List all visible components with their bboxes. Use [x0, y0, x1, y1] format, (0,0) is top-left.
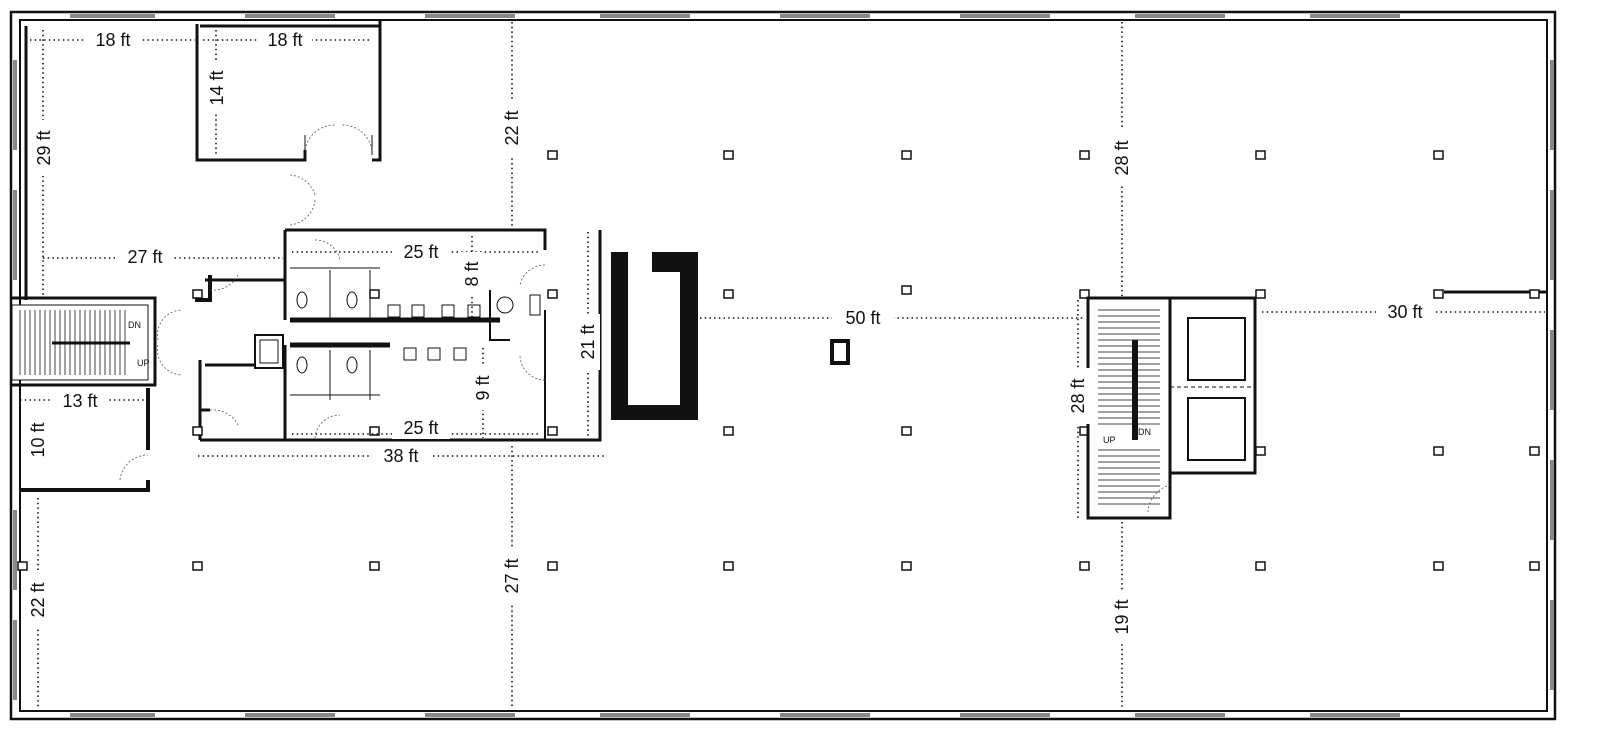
- dim-south-span-left: 22 ft: [28, 582, 48, 617]
- dim-south-span-right: 19 ft: [1112, 599, 1132, 634]
- exterior-wall: [9, 10, 1557, 721]
- interior-walls: [10, 20, 1547, 492]
- dim-office-depth: 14 ft: [207, 70, 227, 105]
- dim-core-depth: 21 ft: [578, 324, 598, 359]
- dim-open-span-center: 50 ft: [845, 308, 880, 328]
- dim-restroom-upper-depth: 8 ft: [462, 261, 482, 286]
- dim-stair-corridor-height: 28 ft: [1112, 140, 1132, 175]
- restroom-fixtures: [254, 267, 541, 400]
- dim-east-span: 30 ft: [1387, 302, 1422, 322]
- structural-columns: [17, 150, 1540, 571]
- dim-core-total-width: 38 ft: [383, 446, 418, 466]
- dimension-labels: 18 ft 18 ft 14 ft 29 ft 22 ft 27 ft 25 f…: [26, 28, 1434, 644]
- dim-restroom-lower-depth: 9 ft: [473, 375, 493, 400]
- central-shaft: [611, 252, 698, 420]
- dim-corridor-top-span: 22 ft: [502, 110, 522, 145]
- west-stair: DN UP: [11, 304, 150, 381]
- dim-stair-core-depth: 28 ft: [1068, 378, 1088, 413]
- dim-upper-left-width-a: 18 ft: [95, 30, 130, 50]
- dim-south-span-center: 27 ft: [502, 558, 522, 593]
- dim-small-room-width: 13 ft: [62, 391, 97, 411]
- dim-restroom-upper-width: 25 ft: [403, 242, 438, 262]
- west-stair-up-label: UP: [137, 358, 150, 368]
- dim-lobby-width: 27 ft: [127, 247, 162, 267]
- west-stair-down-label: DN: [128, 320, 141, 330]
- east-stair-down-label: DN: [1138, 427, 1151, 437]
- east-stair-up-label: UP: [1103, 435, 1116, 445]
- east-core: UP DN: [1086, 296, 1257, 520]
- dim-upper-left-width-b: 18 ft: [267, 30, 302, 50]
- office-doors: [119, 124, 546, 481]
- dim-restroom-lower-width: 25 ft: [403, 418, 438, 438]
- dim-left-wing-depth: 29 ft: [34, 130, 54, 165]
- dim-small-room-depth: 10 ft: [28, 422, 48, 457]
